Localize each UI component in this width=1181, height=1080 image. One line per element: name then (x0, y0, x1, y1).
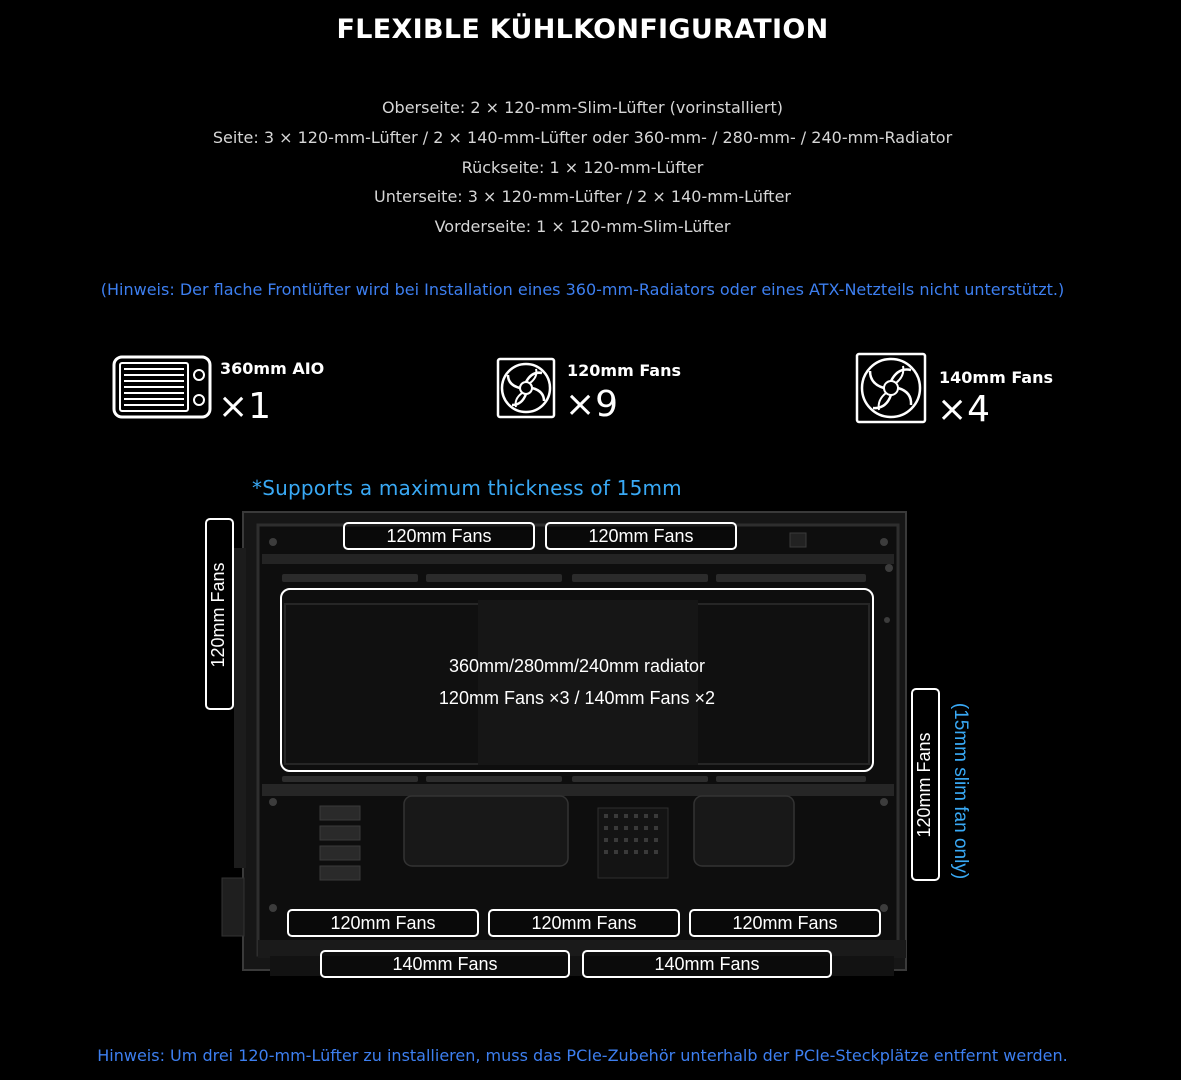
hint-bottom: Hinweis: Um drei 120-mm-Lüfter zu instal… (97, 1046, 1068, 1065)
radiator-fan-options: 120mm Fans ×3 / 140mm Fans ×2 (438, 688, 716, 708)
feature-aio-count: ×1 (218, 386, 272, 427)
feature-120-fans: 120mm Fans ×9 (496, 357, 726, 425)
bottom-fan-slot-3: 120mm Fans (689, 909, 881, 937)
spec-front: Vorderseite: 1 × 120-mm-Slim-Lüfter (434, 217, 731, 237)
thickness-note: *Supports a maximum thickness of 15mm (252, 476, 682, 500)
page-title: FLEXIBLE KÜHLKONFIGURATION (336, 14, 829, 45)
feature-140-count: ×4 (937, 389, 991, 430)
rear-fan-label: 120mm Fans (208, 562, 228, 668)
bottom-140-slot-1: 140mm Fans (320, 950, 570, 978)
bottom-140-slot-2: 140mm Fans (582, 950, 832, 978)
feature-120-label: 120mm Fans (567, 361, 682, 380)
spec-bottom: Unterseite: 3 × 120-mm-Lüfter / 2 × 140-… (374, 187, 791, 207)
radiator-area (280, 588, 874, 772)
spec-top: Oberseite: 2 × 120-mm-Slim-Lüfter (vorin… (381, 98, 784, 117)
spec-list: Oberseite: 2 × 120-mm-Slim-Lüfter (vorin… (0, 93, 1165, 242)
radiator-label: 360mm/280mm/240mm radiator (448, 656, 706, 676)
top-fan-slot-1: 120mm Fans (343, 522, 535, 550)
feature-140-label: 140mm Fans (939, 368, 1054, 387)
rear-fan-slot (205, 518, 234, 710)
feature-aio-label: 360mm AIO (220, 359, 325, 378)
radiator-icon (112, 355, 212, 419)
bottom-fan-slot-2: 120mm Fans (488, 909, 680, 937)
top-fan-slot-2: 120mm Fans (545, 522, 737, 550)
spec-rear: Rückseite: 1 × 120-mm-Lüfter (461, 157, 704, 177)
fan-icon (855, 352, 927, 424)
feature-120-count: ×9 (565, 384, 619, 425)
feature-140-fans: 140mm Fans ×4 (855, 352, 1085, 430)
front-fan-label: 120mm Fans (914, 732, 934, 838)
fan-icon (496, 357, 556, 419)
front-fan-slot (911, 688, 940, 881)
hint-top: (Hinweis: Der flache Frontlüfter wird be… (100, 280, 1065, 299)
spec-side: Seite: 3 × 120-mm-Lüfter / 2 × 140-mm-Lü… (212, 127, 953, 147)
front-slim-note: (15mm slim fan only) (950, 702, 971, 880)
bottom-fan-slot-1: 120mm Fans (287, 909, 479, 937)
feature-aio: 360mm AIO ×1 (112, 355, 372, 425)
